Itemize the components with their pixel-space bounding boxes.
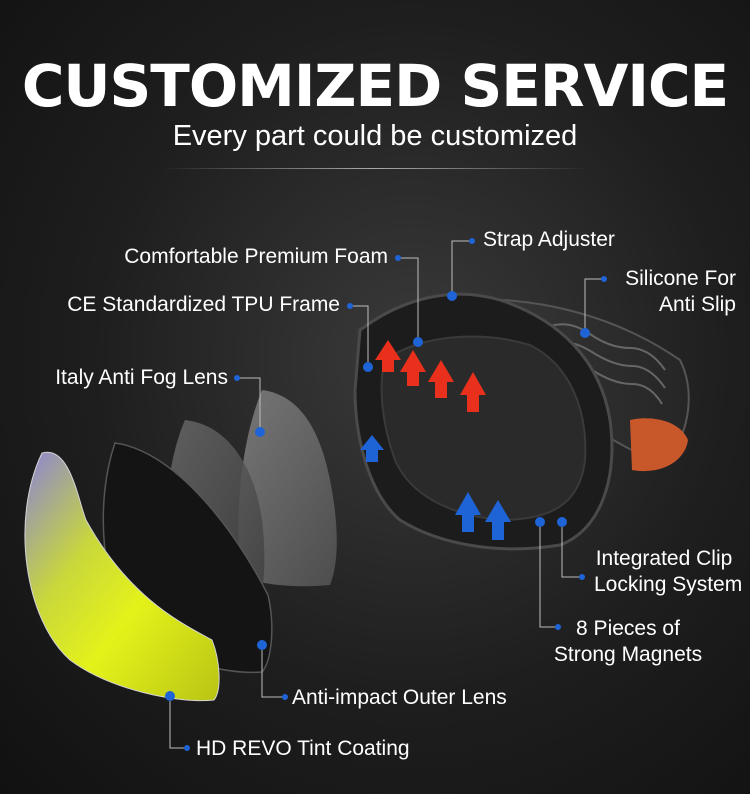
callout-clip-line1: Integrated Clip: [595, 547, 733, 570]
callout-anti-fog-lens: Italy Anti Fog Lens: [55, 366, 228, 389]
page-subtitle: Every part could be customized: [172, 120, 578, 152]
callout-silicone: Silicone For Anti Slip: [625, 266, 736, 319]
revo-tint-lens: [24, 451, 220, 702]
callout-lines: [169, 240, 604, 749]
callout-tint-coating: HD REVO Tint Coating: [196, 737, 410, 760]
callout-tpu-frame: CE Standardized TPU Frame: [67, 293, 340, 316]
callout-premium-foam: Comfortable Premium Foam: [124, 245, 388, 268]
callout-integrated-clip: Integrated Clip Locking System: [594, 546, 743, 599]
title-divider: [160, 168, 590, 169]
callout-strap-adjuster: Strap Adjuster: [483, 228, 615, 251]
page-title: CUSTOMIZED SERVICE: [21, 52, 729, 120]
goggle-inner-foam: [380, 335, 587, 522]
callout-clip-line2: Locking System: [594, 573, 743, 597]
airflow-arrows-blue: [360, 435, 511, 540]
airflow-arrows-red: [375, 340, 486, 412]
callout-dots: [165, 238, 607, 751]
callout-silicone-line2: Anti Slip: [658, 293, 736, 317]
callout-magnets-line1: 8 Pieces of: [576, 617, 680, 640]
strap-end-pattern: [630, 418, 688, 472]
callout-outer-lens: Anti-impact Outer Lens: [292, 686, 507, 709]
callout-magnets: 8 Pieces of Strong Magnets: [548, 616, 708, 669]
callout-silicone-line1: Silicone For: [625, 267, 736, 290]
callout-magnets-line2: Strong Magnets: [553, 643, 703, 667]
